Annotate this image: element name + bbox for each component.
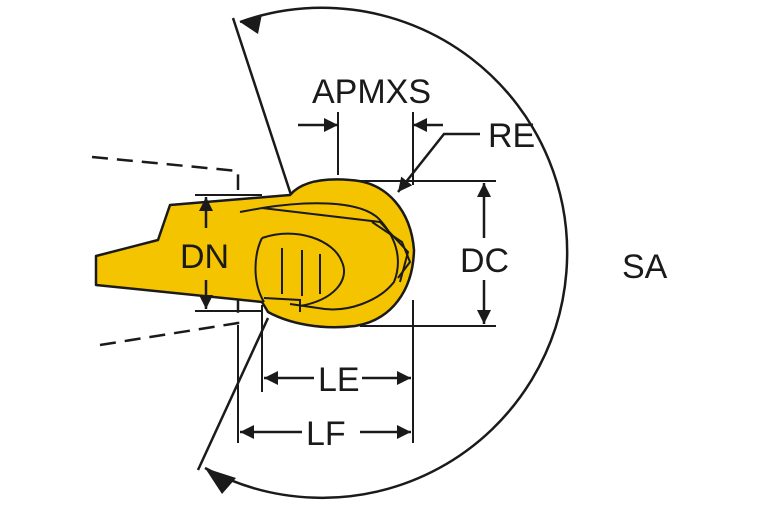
insert-tip-chamfer bbox=[371, 221, 412, 279]
sa-angle-line-upper bbox=[231, 17, 294, 199]
insert-front-facet bbox=[239, 206, 410, 283]
sa-arc bbox=[204, 6, 569, 500]
holder-outline-lower bbox=[99, 300, 240, 347]
sa-arc-arrow-top bbox=[240, 14, 262, 34]
dc-label: DC bbox=[460, 242, 509, 280]
sa-arc-arrow-bottom bbox=[205, 468, 236, 494]
apmxs-label: APMXS bbox=[312, 73, 431, 111]
re-label: RE bbox=[488, 117, 535, 155]
insert-lower-step bbox=[263, 297, 301, 312]
sa-label: SA bbox=[622, 248, 668, 286]
insert-body bbox=[94, 178, 416, 329]
insert-chip-groove bbox=[261, 202, 399, 311]
dn-label: DN bbox=[180, 238, 229, 276]
insert-clamp-seat bbox=[254, 232, 345, 307]
sa-angle-line-lower bbox=[196, 317, 270, 471]
holder-outline-upper bbox=[91, 155, 240, 190]
le-label: LE bbox=[318, 361, 360, 399]
re-leader bbox=[397, 132, 480, 193]
lf-label: LF bbox=[306, 415, 346, 453]
